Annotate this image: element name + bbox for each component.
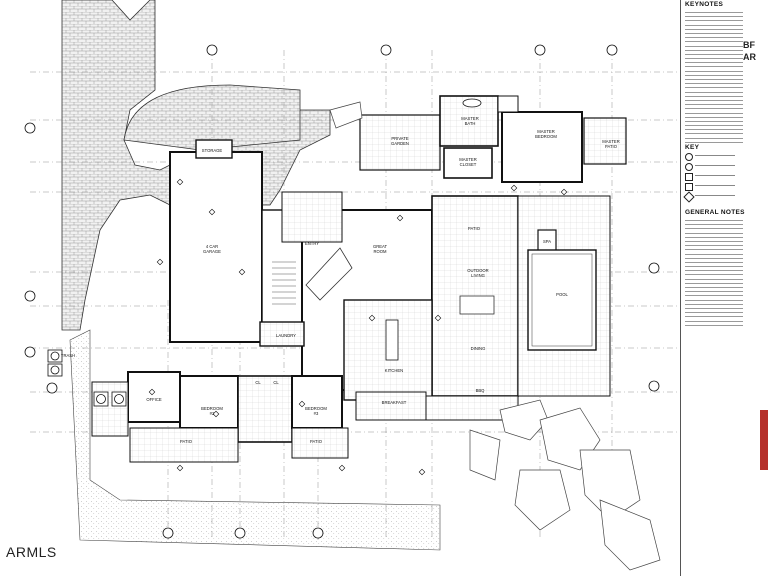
great-room-rug [305, 247, 353, 301]
key-row [685, 183, 745, 191]
label-bedroom-3-2: #3 [314, 411, 319, 416]
stair-treads [272, 261, 296, 305]
laundry-room [259, 321, 305, 347]
master-bedroom-room [501, 111, 583, 183]
landscape-rocks [329, 101, 661, 571]
label-closet-b: CL [273, 380, 279, 385]
private-garden-area [359, 114, 441, 171]
bedroom-3-room [291, 375, 343, 429]
label-laundry: LAUNDRY [276, 333, 296, 338]
key-row [683, 191, 745, 203]
master-closet-room [443, 147, 493, 179]
label-private-garden-1: PRIVATE [391, 136, 409, 141]
label-master-patio-2: PATIO [605, 144, 618, 149]
kitchen-island [385, 319, 399, 361]
key-row [685, 173, 745, 181]
bottom-left-tile [91, 381, 129, 437]
bathtub [462, 98, 482, 108]
label-master-closet-2: CLOSET [460, 162, 477, 167]
closets-bath-block [237, 375, 293, 443]
label-private-garden-2: GARDEN [391, 141, 409, 146]
label-bedroom-2-2: #2 [210, 411, 215, 416]
label-kitchen: KITCHEN [385, 368, 403, 373]
label-trash: TRASH [61, 353, 75, 358]
label-master-bedroom-1: MASTER [537, 129, 554, 134]
key-row [685, 153, 745, 161]
label-closet-a: CL [255, 380, 261, 385]
key-title: KEY [685, 144, 700, 151]
key-row [685, 163, 745, 171]
label-storage: STORAGE [202, 148, 223, 153]
label-master-patio-1: MASTER [602, 139, 619, 144]
label-garage-1: 4 CAR [206, 244, 218, 249]
patio-right-area [291, 427, 349, 459]
label-entry: ENTRY [305, 241, 319, 246]
label-master-bedroom-2: BEDROOM [535, 134, 557, 139]
label-bedroom-2-1: BEDROOM [201, 406, 223, 411]
label-patio-left: PATIO [180, 439, 193, 444]
firm-name-line2: AR [743, 52, 756, 62]
equipment-units [47, 349, 127, 407]
keynotes-title: KEYNOTES [685, 1, 724, 8]
notes-sidebar: KEYNOTES KEY GENERAL NOTES BF AR [680, 0, 768, 576]
general-notes-list [685, 220, 743, 329]
label-spa: SPA [543, 239, 551, 244]
label-great-room-1: GREAT [373, 244, 388, 249]
patio-left-area [129, 427, 239, 463]
label-master-bath-1: MASTER [461, 116, 478, 121]
label-patio-main: PATIO [468, 226, 481, 231]
armls-watermark: ARMLS [6, 544, 57, 560]
label-pool: POOL [556, 292, 568, 297]
label-office: OFFICE [146, 397, 162, 402]
left-landscape [69, 329, 441, 551]
bedroom-2-room [179, 375, 239, 429]
pool-inner [531, 253, 593, 347]
label-breakfast: BREAKFAST [382, 400, 407, 405]
label-bbq: BBQ [476, 388, 486, 393]
label-patio-right: PATIO [310, 439, 323, 444]
outdoor-table [459, 295, 495, 315]
titleblock-red-tab [760, 410, 768, 470]
master-patio-area [583, 117, 627, 165]
label-great-room-2: ROOM [373, 249, 387, 254]
general-notes-title: GENERAL NOTES [685, 209, 745, 216]
entry-area [281, 191, 343, 243]
label-dining: DINING [471, 346, 486, 351]
pool [527, 249, 597, 351]
breakfast-area [355, 391, 427, 421]
label-garage-2: GARAGE [203, 249, 221, 254]
label-master-bath-2: BATH [465, 121, 476, 126]
garage-room [169, 151, 263, 343]
detail-tags [148, 178, 568, 476]
label-outdoor-living-1: OUTDOOR [467, 268, 488, 273]
firm-name-line1: BF [743, 40, 755, 50]
grid-bubbles [24, 44, 660, 539]
label-master-closet-1: MASTER [459, 157, 476, 162]
storage-room [195, 139, 233, 159]
keynotes-list [685, 12, 743, 146]
label-outdoor-living-2: LIVING [471, 273, 485, 278]
label-bedroom-3-1: BEDROOM [305, 406, 327, 411]
master-shower [497, 95, 519, 113]
